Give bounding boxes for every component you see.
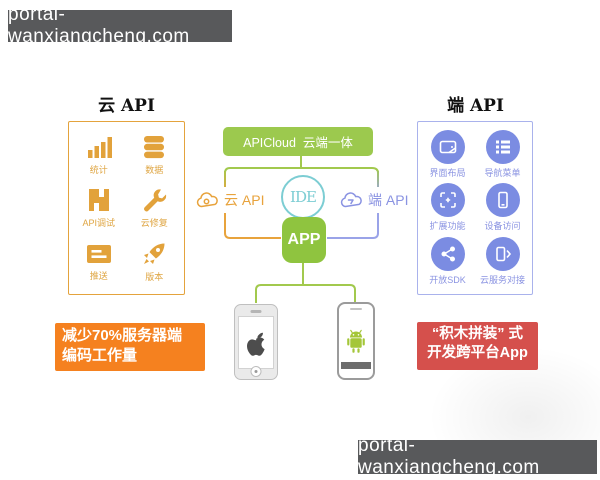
device-feature-layout: 界面布局 <box>420 128 475 181</box>
android-speaker <box>350 308 362 310</box>
feature-label: 数据 <box>145 165 164 176</box>
watermark-top-text: portal-wanxiangcheng.com <box>8 4 190 47</box>
feature-label: 版本 <box>145 271 164 282</box>
feature-label: 导航菜单 <box>484 168 521 179</box>
app-node: APP <box>282 217 326 263</box>
api-debug-icon <box>88 189 109 212</box>
device-feature-cloud-connect: 云服务对接 <box>475 235 530 288</box>
cloud-feature-statistics: 统计 <box>71 128 127 181</box>
block-assembly-line2: 开发跨平台App <box>427 345 528 362</box>
cloud-feature-cloud-fix: 云修复 <box>127 181 183 234</box>
watermark-top: portal-wanxiangcheng.com <box>8 4 232 47</box>
block-assembly-callout: “积木拼装” 式 开发跨平台App <box>417 322 538 370</box>
cloud-feature-version: 版本 <box>127 235 183 288</box>
expand-scan-icon <box>430 183 465 218</box>
android-robot-icon <box>347 329 365 353</box>
android-screen <box>341 313 371 369</box>
feature-label: 设备访问 <box>484 221 521 232</box>
device-feature-device-access: 设备访问 <box>475 181 530 234</box>
feature-label: 推送 <box>89 270 108 281</box>
cloud-feature-push: 推送 <box>71 235 127 288</box>
share-sdk-icon <box>430 236 465 271</box>
iphone-speaker <box>250 310 262 313</box>
feature-label: 扩展功能 <box>429 221 466 232</box>
menu-list-icon <box>485 130 520 165</box>
block-assembly-line1: “积木拼装” 式 <box>431 326 524 342</box>
device-link-icon <box>485 236 520 271</box>
iphone-screen <box>238 316 274 369</box>
push-message-icon <box>86 244 111 263</box>
android-device <box>337 302 375 380</box>
app-node-label: APP <box>287 231 321 248</box>
watermark-bottom: portal-wanxiangcheng.com <box>358 435 597 478</box>
cloud-api-node: 云 API <box>192 187 268 213</box>
device-feature-nav-menu: 导航菜单 <box>475 128 530 181</box>
cloud-icon <box>196 191 218 207</box>
cloud-feature-data: 数据 <box>127 128 183 181</box>
database-icon <box>144 136 165 159</box>
feature-label: 开放SDK <box>429 274 466 285</box>
device-feature-open-sdk: 开放SDK <box>420 235 475 288</box>
device-api-node: 端 API <box>336 187 412 213</box>
device-api-heading: 端 API <box>447 96 504 116</box>
feature-label: 界面布局 <box>429 168 466 179</box>
feature-label: 云服务对接 <box>479 274 525 285</box>
feature-label: API调试 <box>82 218 115 229</box>
server-saving-line2: 编码工作量 <box>62 346 138 364</box>
iphone-home-button <box>250 366 262 377</box>
cloud-api-node-label: 云 API <box>224 192 265 208</box>
ide-logo-text: IDE <box>290 188 317 206</box>
device-api-node-label: 端 API <box>368 192 409 208</box>
device-api-panel: 界面布局 导航菜单 扩展功能 设备访问 <box>417 121 533 295</box>
rocket-icon <box>144 243 165 264</box>
wrench-icon <box>144 189 167 212</box>
iphone-device <box>234 304 278 380</box>
smartphone-icon <box>485 183 520 218</box>
cloud-api-panel: 统计 数据 API调试 云修复 推送 <box>68 121 185 295</box>
device-feature-extend: 扩展功能 <box>420 181 475 234</box>
apple-logo-icon <box>247 332 265 356</box>
server-saving-line1: 减少70%服务器端 <box>62 327 183 344</box>
ide-logo: IDE <box>281 175 325 219</box>
server-saving-callout: 减少70%服务器端 编码工作量 <box>55 323 205 371</box>
apicloud-banner: APICloud 云端一体 <box>223 127 373 156</box>
watermark-bottom-text: portal-wanxiangcheng.com <box>358 435 540 478</box>
cloud-api-heading: 云 API <box>98 96 155 116</box>
layout-wallet-icon <box>430 130 465 165</box>
cloud-feature-api-debug: API调试 <box>71 181 127 234</box>
feature-label: 统计 <box>89 165 108 176</box>
bar-chart-icon <box>87 137 112 159</box>
feature-label: 云修复 <box>140 218 168 229</box>
android-bottom-bar <box>341 362 371 369</box>
cloud-icon <box>340 191 362 207</box>
